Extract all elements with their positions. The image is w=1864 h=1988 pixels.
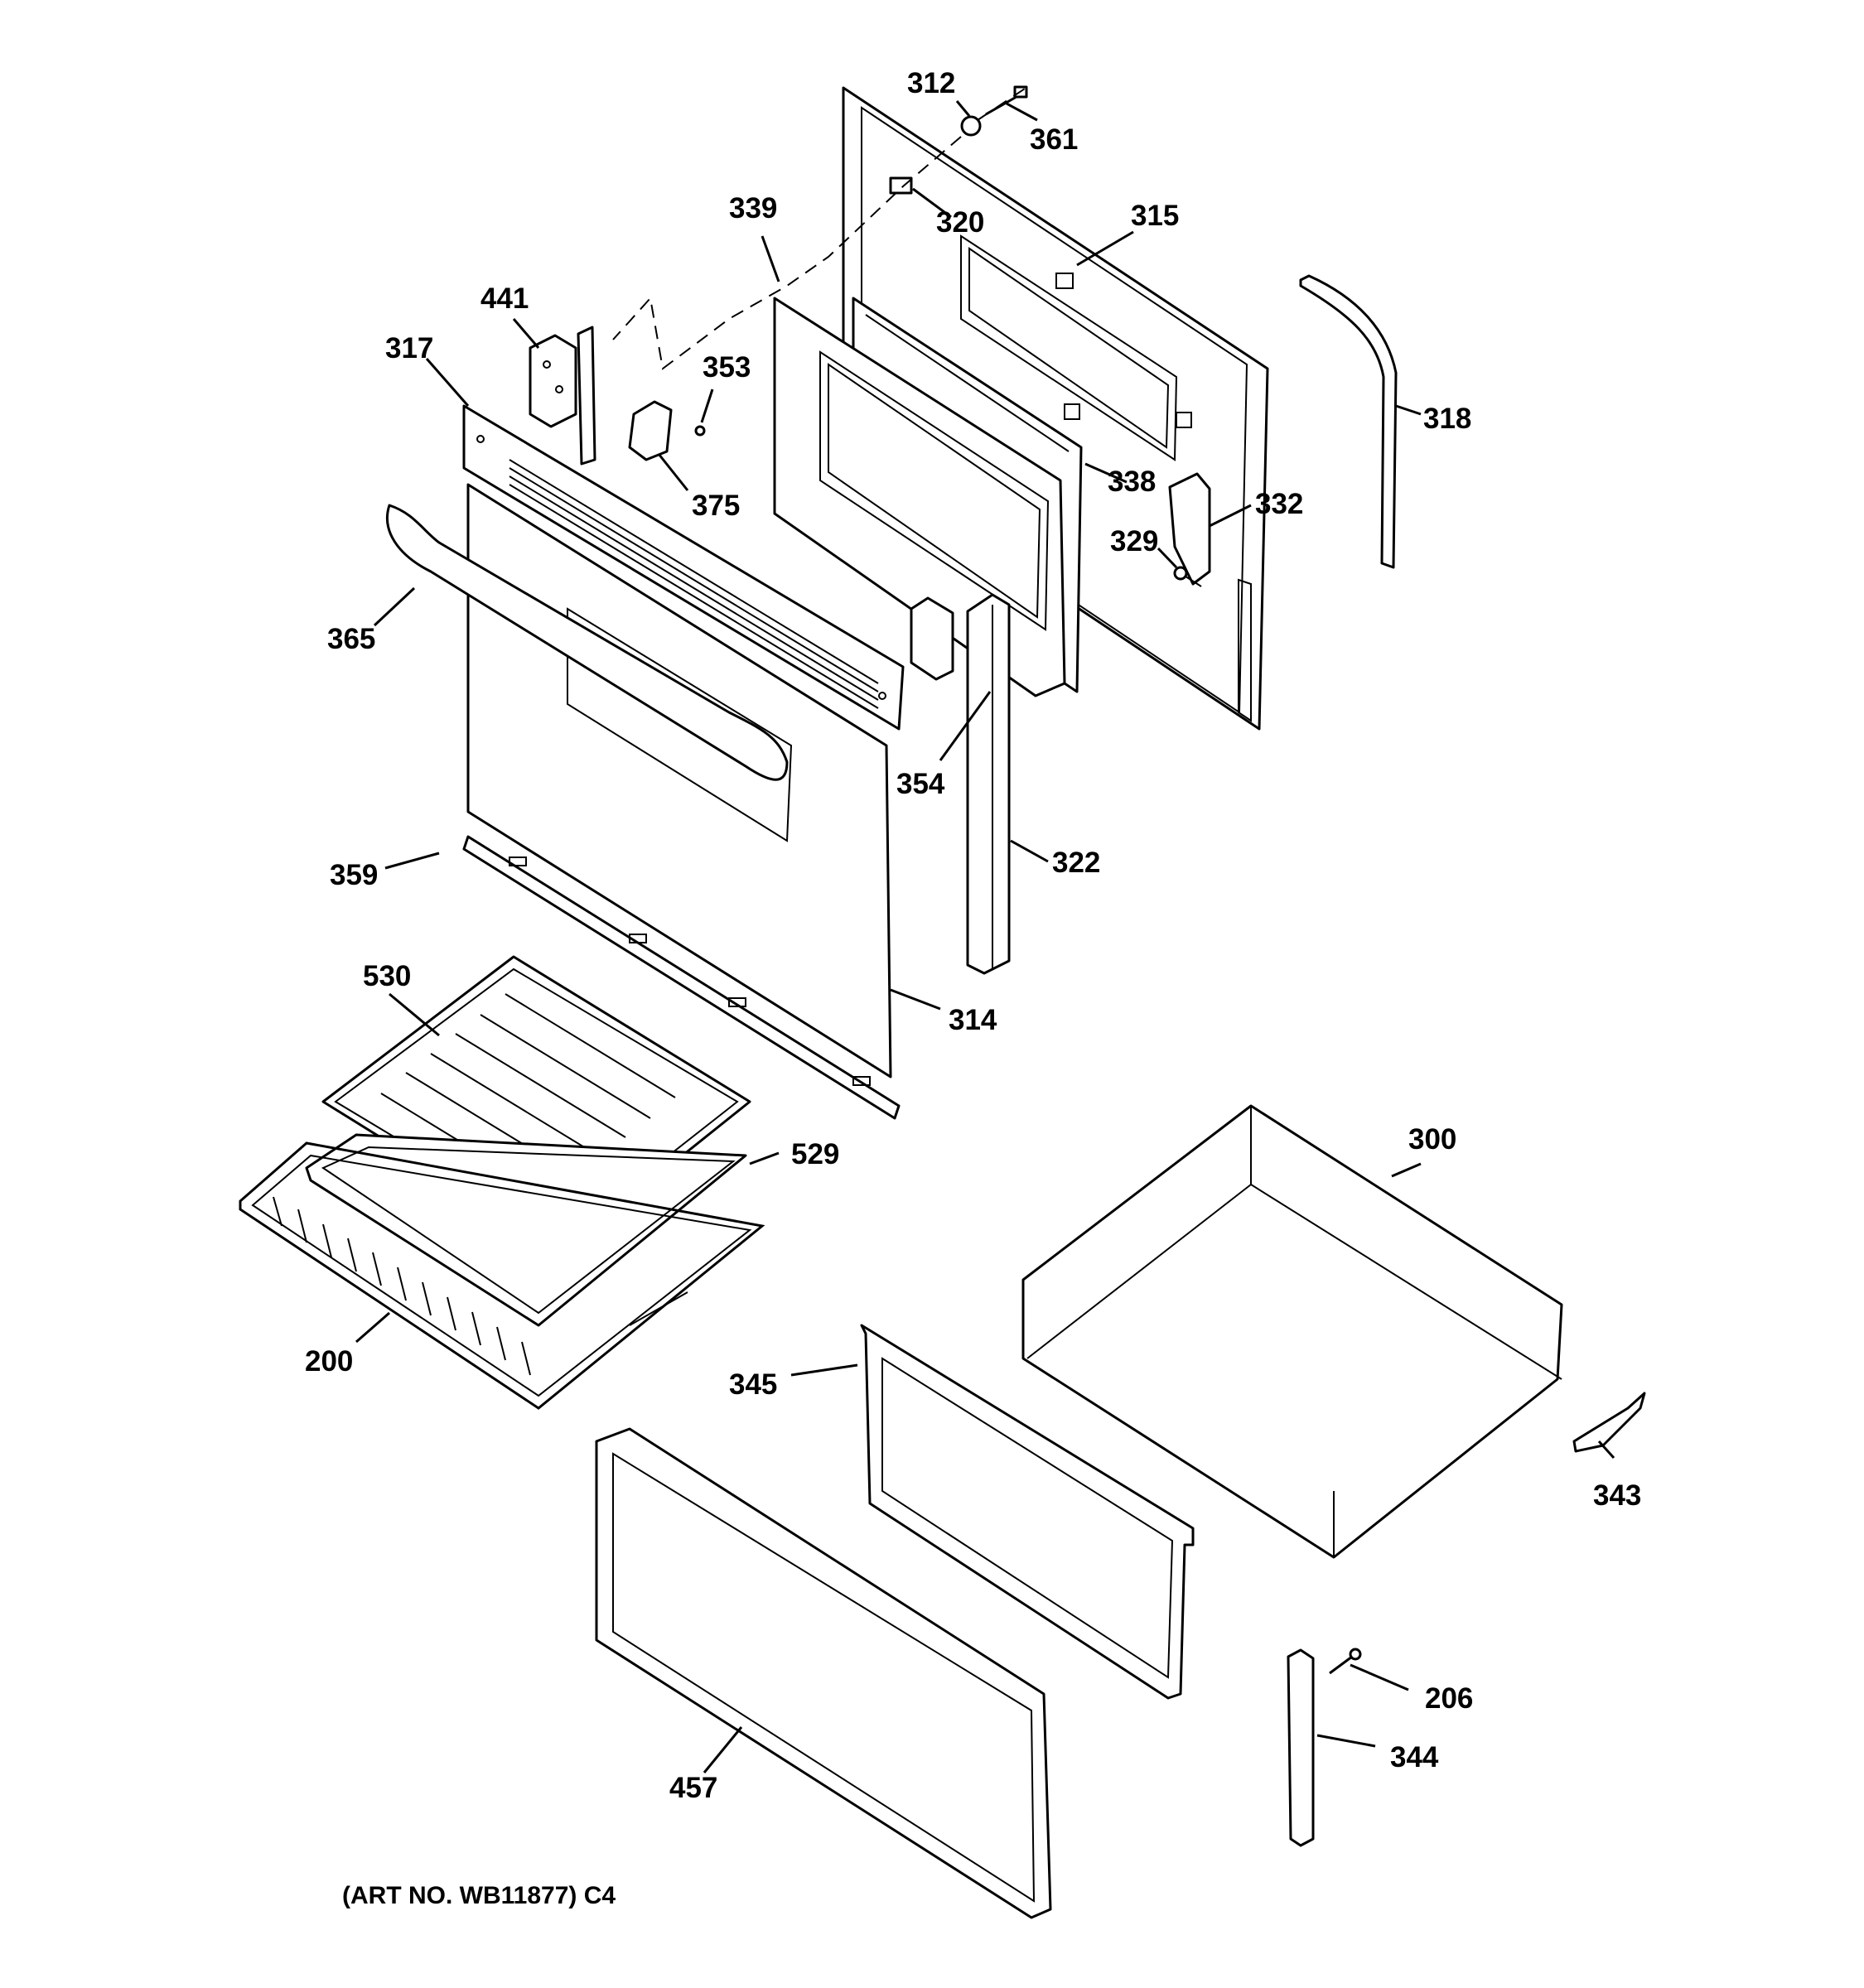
part-206-screw (1329, 1648, 1362, 1675)
callout-314: 314 (949, 1004, 997, 1036)
part-312-nut (960, 115, 982, 137)
callout-529: 529 (791, 1138, 839, 1170)
callout-359: 359 (330, 859, 378, 891)
part-441-hinge-bracket (529, 326, 596, 466)
callout-345: 345 (729, 1368, 777, 1401)
callout-365: 365 (327, 623, 375, 655)
art-number-caption: (ART NO. WB11877) C4 (342, 1882, 616, 1909)
part-529-broiler-pan (305, 1133, 747, 1327)
leader-lines (355, 100, 1615, 1773)
callout-339: 339 (729, 192, 777, 224)
callout-441: 441 (480, 282, 529, 315)
part-343-glide (1572, 1392, 1646, 1453)
part-365-handle (385, 504, 789, 781)
callout-320: 320 (936, 206, 984, 239)
part-457-drawer-front (595, 1427, 1052, 1919)
part-353-screw (694, 425, 706, 437)
callout-329: 329 (1110, 525, 1158, 557)
callout-343: 343 (1593, 1479, 1641, 1512)
callout-312: 312 (907, 67, 955, 99)
part-300-drawer-body (1021, 1104, 1563, 1559)
part-320-clip (889, 176, 913, 195)
callout-375: 375 (692, 490, 740, 522)
callout-457: 457 (669, 1772, 717, 1804)
callout-317: 317 (385, 332, 433, 364)
part-345-inner-panel (860, 1324, 1195, 1700)
part-332-bracket (1168, 472, 1211, 586)
callout-315: 315 (1131, 200, 1179, 232)
callout-353: 353 (703, 351, 751, 384)
part-329-screw (1173, 566, 1202, 587)
part-375-bracket (628, 400, 673, 461)
callout-344: 344 (1390, 1741, 1439, 1773)
part-200-oven-rack (239, 1141, 765, 1410)
callout-530: 530 (363, 960, 411, 992)
callout-200: 200 (305, 1345, 353, 1378)
callout-332: 332 (1255, 488, 1303, 520)
alignment-lines (612, 86, 1028, 370)
callout-318: 318 (1423, 403, 1471, 435)
part-359-bottom-trim (462, 835, 901, 1120)
callout-206: 206 (1425, 1682, 1473, 1715)
callout-338: 338 (1108, 466, 1156, 498)
callout-322: 322 (1052, 847, 1100, 879)
callout-361: 361 (1030, 123, 1078, 156)
part-318-side-trim (1299, 274, 1398, 569)
callout-354: 354 (896, 768, 945, 800)
part-344-drawer-rail (1287, 1648, 1315, 1847)
part-317-vent-trim (462, 404, 905, 731)
callout-300: 300 (1408, 1123, 1456, 1156)
part-322-side-trim (966, 593, 1011, 975)
